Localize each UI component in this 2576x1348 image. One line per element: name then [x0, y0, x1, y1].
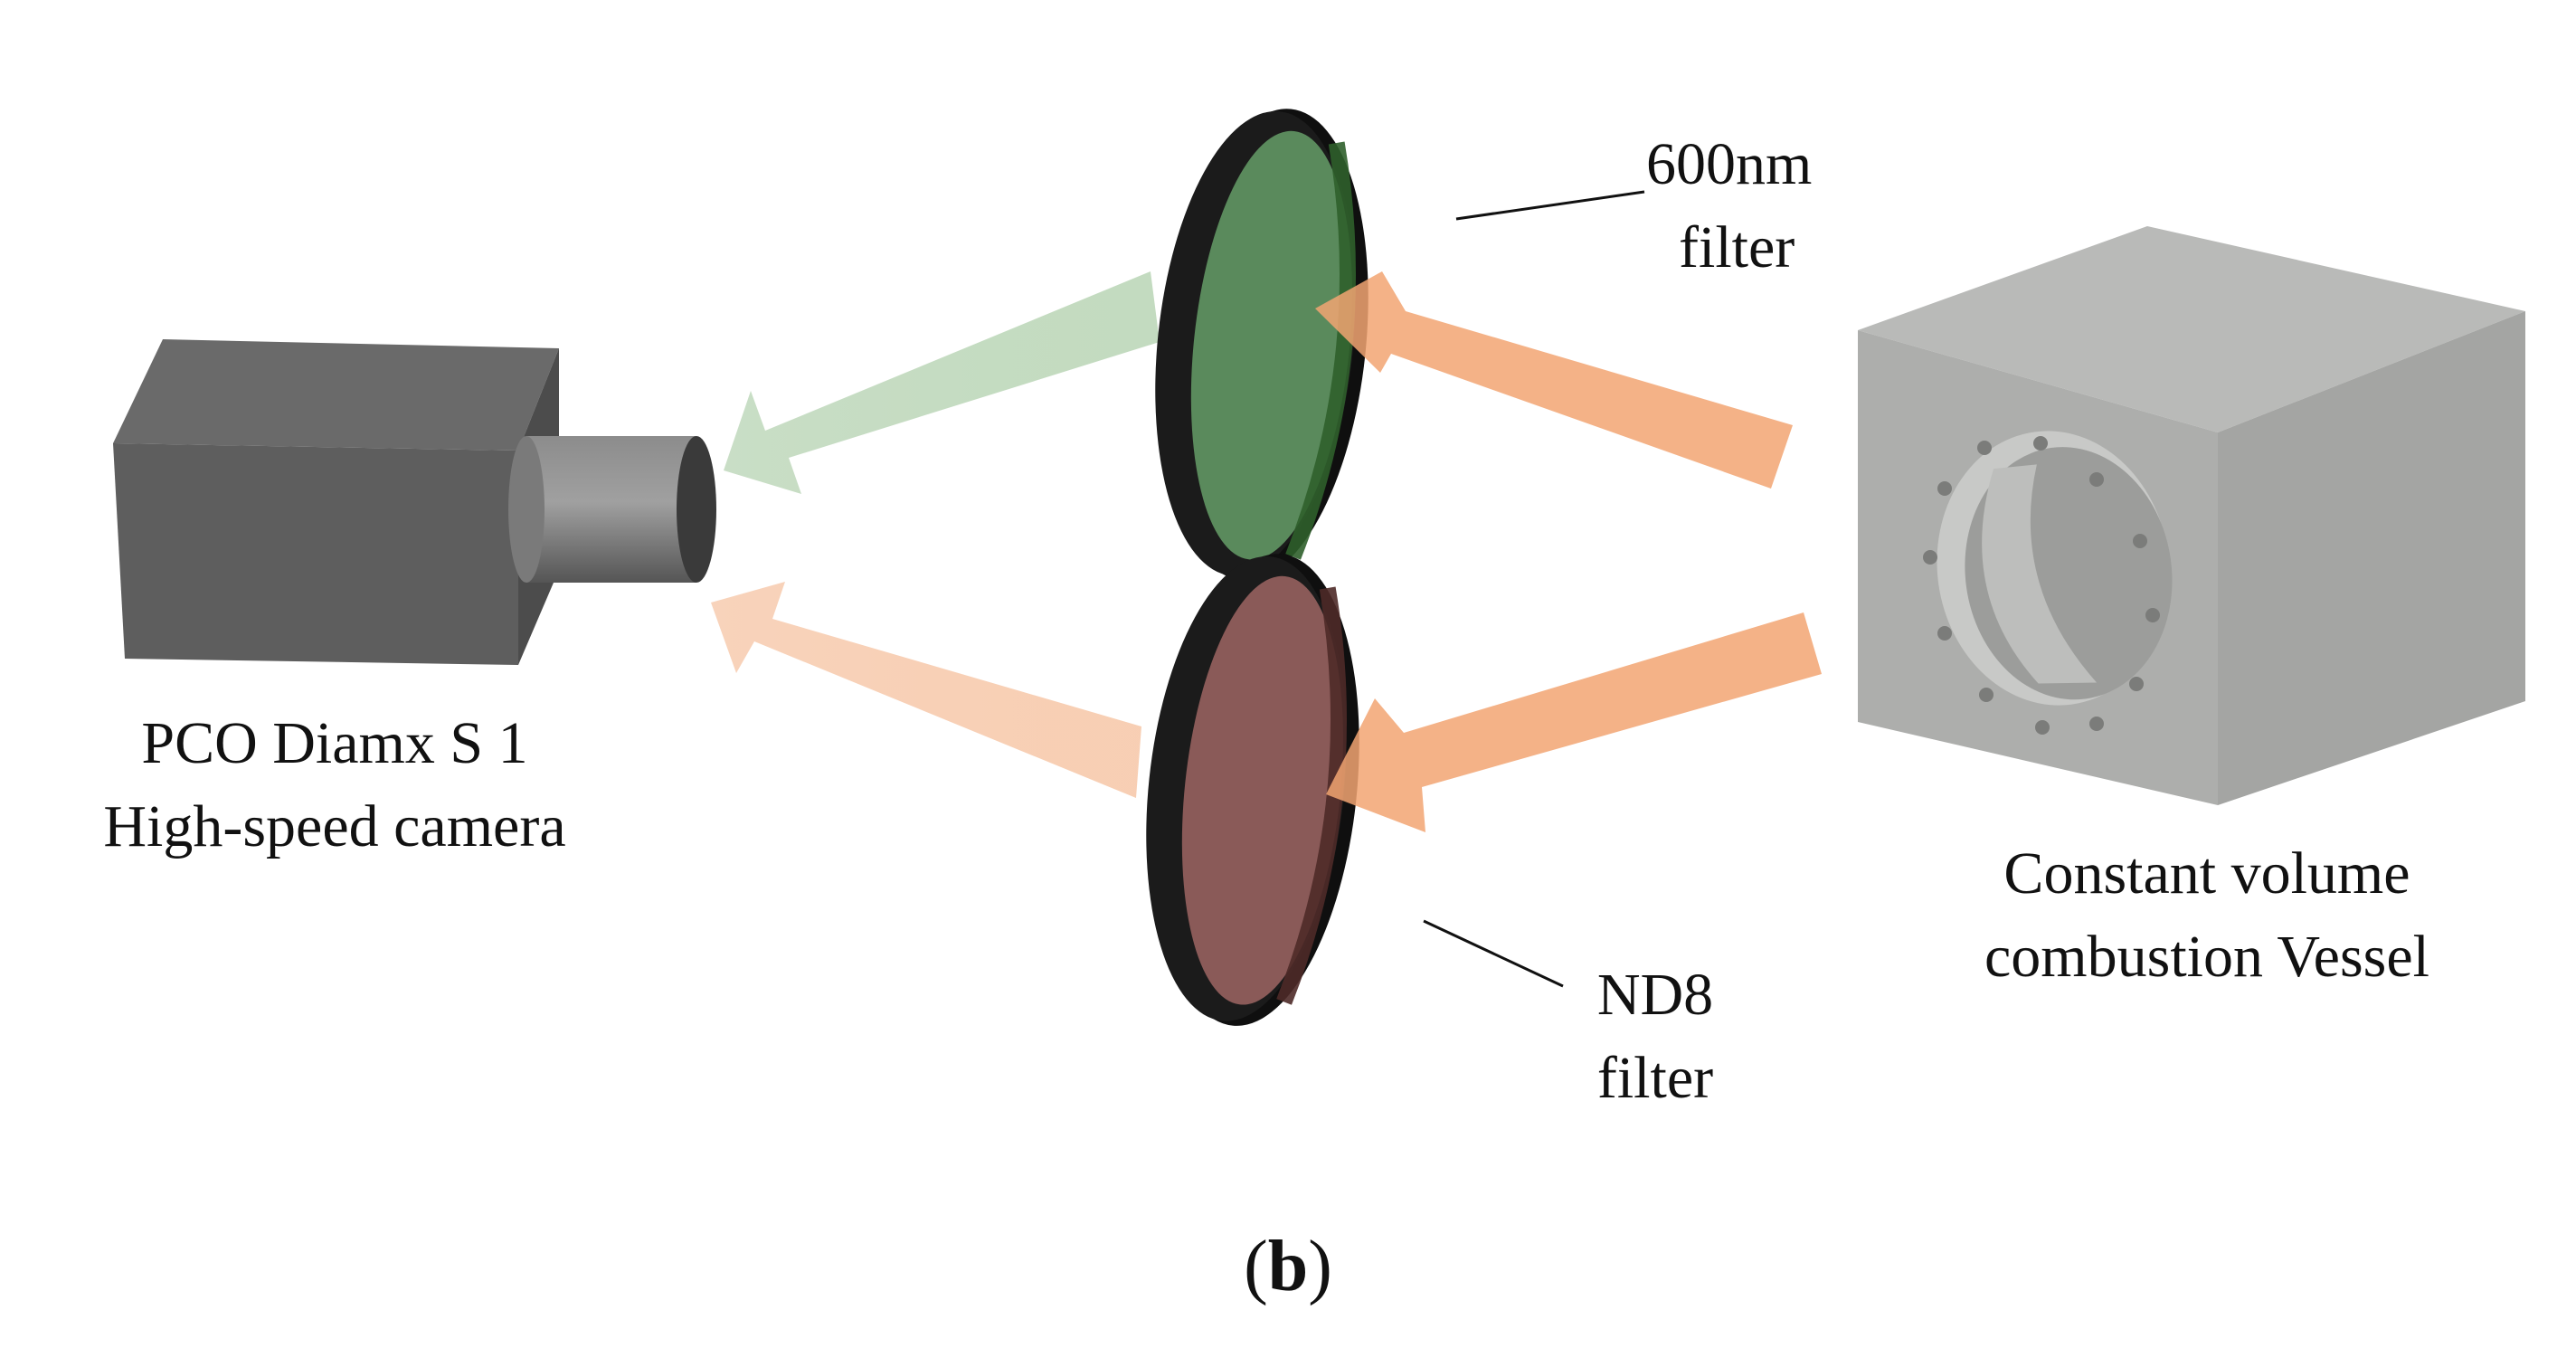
600nm-label-line2: filter	[1679, 214, 1795, 280]
green-filtered-light-arrow	[724, 271, 1160, 494]
panel-label: (b)	[1198, 1221, 1378, 1312]
nd8-filter-glass	[1181, 575, 1343, 1005]
600nm-filter-glass	[1190, 130, 1352, 560]
camera-label-line1: PCO Diamx S 1	[141, 710, 528, 776]
lens-front-face	[677, 436, 716, 583]
nd8-filter-label: ND8 filter	[1538, 954, 1773, 1120]
600nm-filter	[1155, 109, 1368, 581]
nd8-filter	[1146, 554, 1359, 1026]
camera-body-top	[113, 339, 559, 451]
panel-label-open: (	[1244, 1227, 1268, 1306]
nd8-label-line1: ND8	[1596, 962, 1714, 1028]
600nm-label-line1: 600nm	[1646, 131, 1813, 197]
vessel-label: Constant volume combustion Vessel	[1890, 832, 2524, 999]
vessel-label-line1: Constant volume	[2003, 840, 2410, 907]
incoming-light-arrow-top	[1315, 271, 1793, 489]
camera-body-front	[113, 443, 518, 665]
combustion-vessel	[1858, 226, 2525, 805]
nd8-label-line2: filter	[1596, 1045, 1714, 1111]
vessel-label-line2: combustion Vessel	[1984, 924, 2429, 990]
camera-label: PCO Diamx S 1 High-speed camera	[36, 702, 633, 869]
camera-label-line2: High-speed camera	[103, 793, 566, 859]
vessel-top	[1858, 226, 2525, 432]
window-bolts	[1923, 436, 2160, 735]
incoming-light-arrow-bottom	[1326, 612, 1822, 832]
nd8-leader-line	[1423, 919, 1564, 988]
panel-label-close: )	[1308, 1227, 1332, 1306]
vessel-side	[2218, 311, 2525, 805]
camera-lens	[508, 436, 716, 583]
orange-filtered-light-arrow	[711, 582, 1141, 798]
600nm-leader-line	[1455, 190, 1645, 221]
panel-label-letter: b	[1267, 1227, 1309, 1306]
vessel-window	[1937, 431, 2173, 706]
high-speed-camera	[113, 339, 716, 665]
600nm-filter-label: 600nm filter	[1646, 123, 1812, 290]
